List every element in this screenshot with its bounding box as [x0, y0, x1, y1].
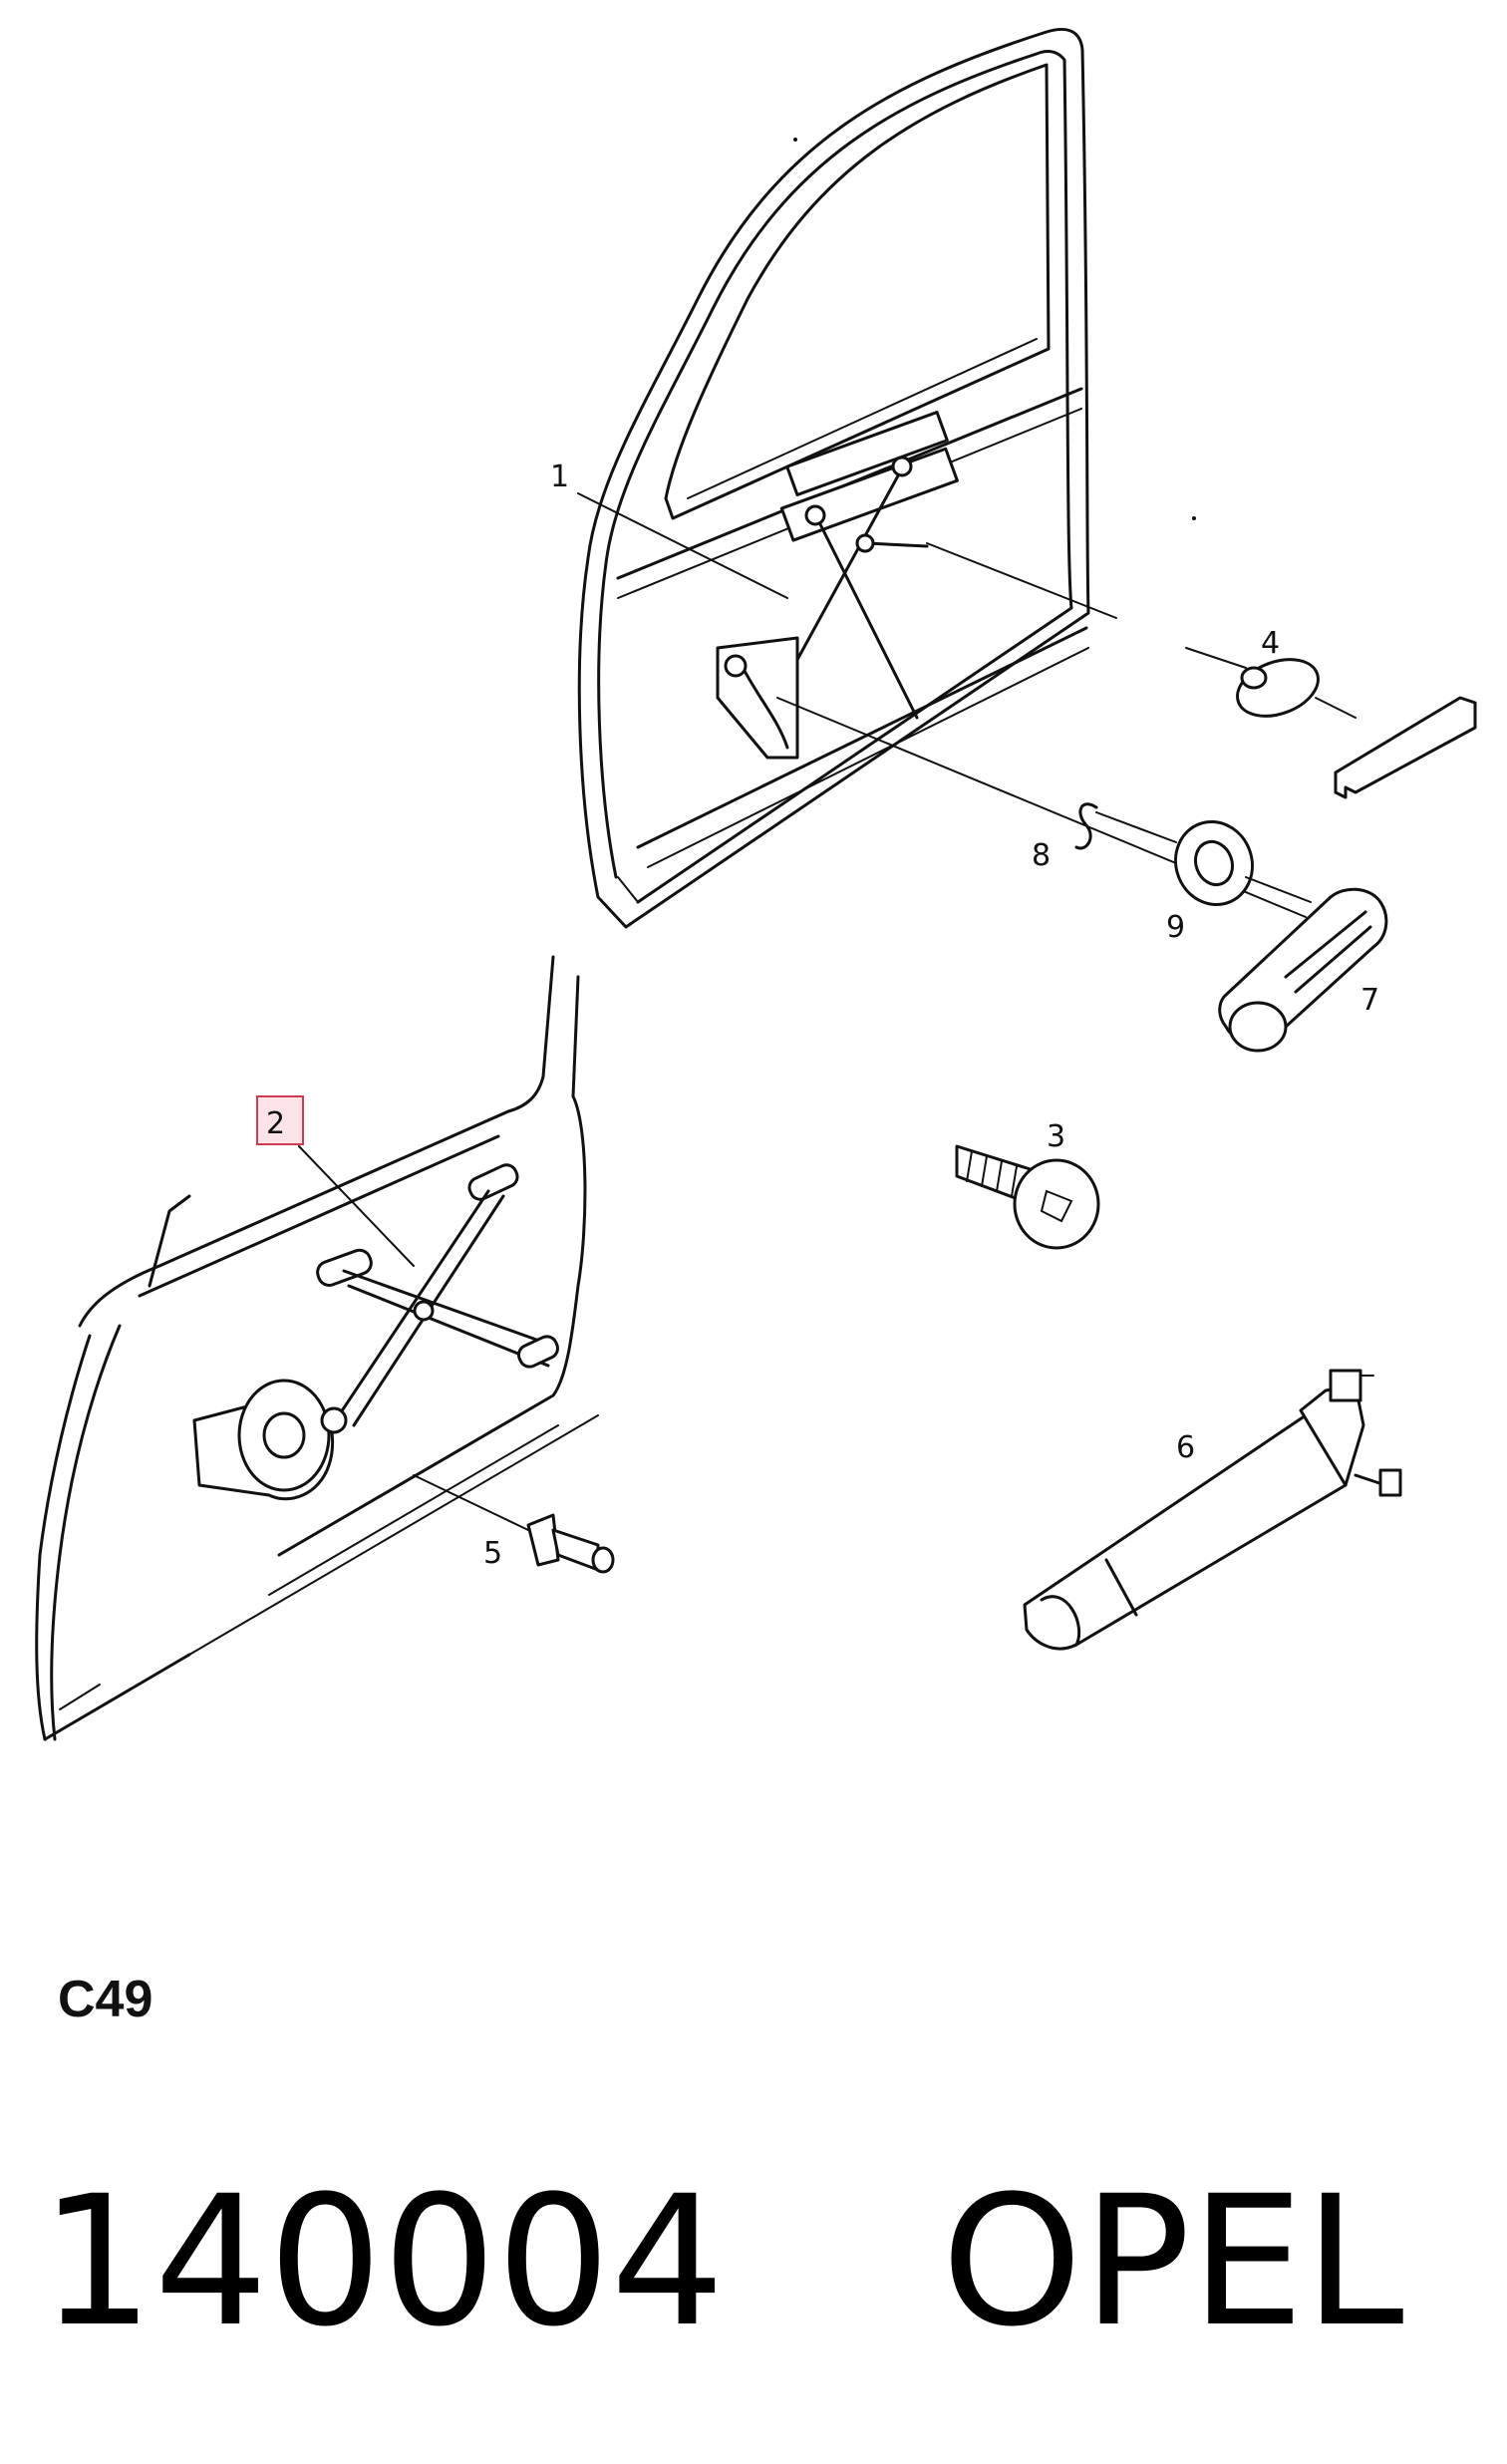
- callout-2: 2: [266, 1106, 285, 1141]
- callout-1: 1: [550, 460, 569, 494]
- part-4-grommet: [1236, 658, 1356, 719]
- window-regulator-upper: [577, 411, 1307, 918]
- callout-2-highlight-box: [256, 1095, 304, 1145]
- reference-dot: [793, 138, 797, 142]
- part-5-rivet: [413, 1474, 615, 1574]
- part-3-screw: [955, 1144, 1100, 1250]
- exploded-parts-diagram: 1 2 3 4 5 6 7 8 9: [35, 27, 1477, 1741]
- part-9-washer: [1174, 819, 1312, 907]
- door-panel-lower: [35, 955, 599, 1741]
- callout-3: 3: [1047, 1119, 1065, 1154]
- sheet-code: C49: [58, 1971, 153, 2028]
- callout-5: 5: [483, 1536, 502, 1571]
- callout-4: 4: [1261, 626, 1280, 661]
- part-bracket-right: [1334, 696, 1477, 799]
- brand-name: OPEL: [941, 2158, 1404, 2366]
- footer: 140004 OPEL: [40, 2163, 1475, 2362]
- callout-8: 8: [1032, 838, 1051, 873]
- window-regulator-lower: [192, 1145, 559, 1501]
- part-8-clip: [1074, 802, 1177, 850]
- callout-6: 6: [1176, 1430, 1195, 1465]
- part-7-window-crank: [1218, 887, 1388, 1053]
- reference-dot: [1192, 516, 1196, 520]
- callout-7: 7: [1360, 983, 1379, 1018]
- callout-9: 9: [1166, 910, 1185, 945]
- part-number: 140004: [40, 2158, 726, 2366]
- part-6-grease-tube: [1023, 1369, 1402, 1651]
